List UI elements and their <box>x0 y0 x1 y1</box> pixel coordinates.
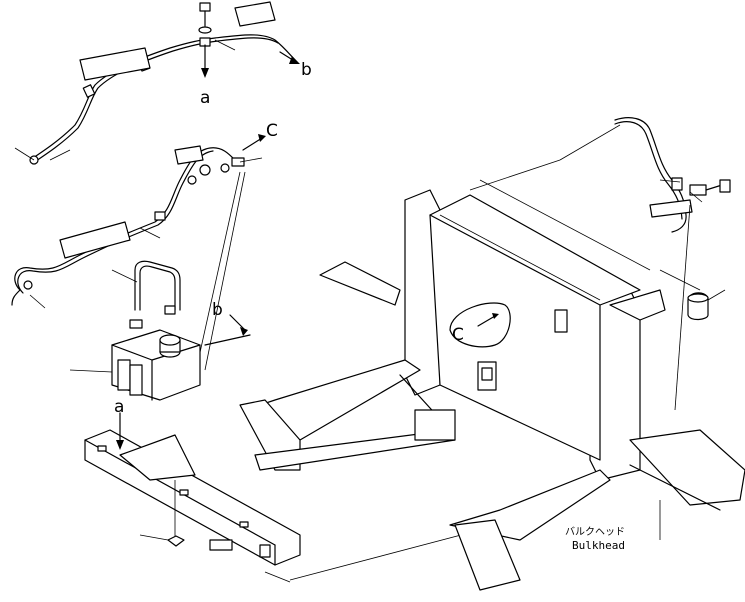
callout-b-mid: b <box>212 300 223 320</box>
callout-c-panel: C <box>452 325 464 345</box>
upper-wire-harness <box>14 1 300 165</box>
callout-a-low: a <box>114 397 124 417</box>
u-bolt-strap <box>111 260 181 329</box>
right-wire-harness <box>614 117 731 411</box>
fuel-tank <box>69 314 251 401</box>
bulkhead-label-english: Bulkhead <box>572 539 625 552</box>
bulkhead-label-japanese: バルクヘッド <box>565 526 625 538</box>
lower-frame-bracket <box>84 412 481 583</box>
callout-b-top: b <box>301 60 312 80</box>
main-frame-assembly <box>239 124 745 591</box>
middle-wire-harness <box>11 134 266 376</box>
callout-a-top: a <box>200 88 210 108</box>
callout-c-top: C <box>266 121 278 141</box>
